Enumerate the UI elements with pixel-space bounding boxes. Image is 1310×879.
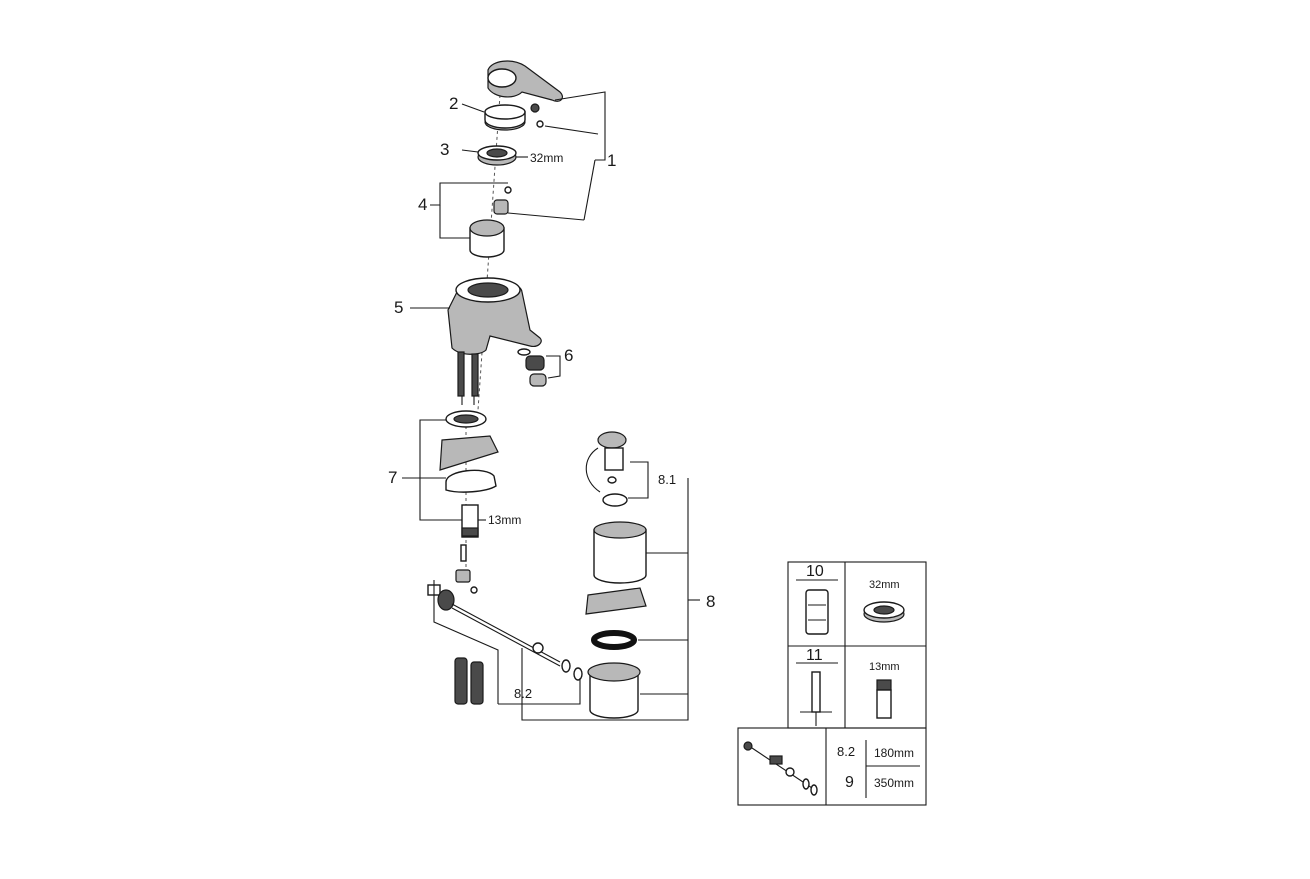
callout-5-label: 5 (394, 298, 404, 317)
callout-4-label: 4 (418, 195, 428, 214)
callout-1-label: 1 (607, 151, 617, 170)
tool-10-size: 32mm (869, 579, 900, 591)
rod-8-2-label: 8.2 (837, 744, 856, 759)
nut-part (477, 145, 517, 166)
lever-handle-part (487, 60, 564, 128)
callout-3-size-label: 32mm (530, 151, 564, 165)
sleeve-13mm-drawing (876, 679, 892, 719)
callout-2-label: 2 (449, 94, 459, 113)
callout-6-label: 6 (564, 346, 574, 365)
rod-9-label: 9 (845, 774, 854, 791)
callout-3-label: 3 (440, 140, 450, 159)
callout-8-label: 8 (706, 592, 716, 611)
faucet-body-part (447, 277, 542, 405)
tool-10-number: 10 (806, 563, 824, 580)
aerator-part (517, 348, 547, 387)
fixing-set-part (439, 410, 499, 562)
rod-set-drawing (743, 741, 818, 796)
callout-7-size-label: 13mm (488, 513, 522, 527)
callout-8-1-label: 8.1 (658, 472, 677, 487)
tool-table-frame (737, 561, 927, 806)
popup-rod-part (427, 569, 583, 681)
rod-8-2-size: 180mm (874, 746, 915, 760)
cap-part (484, 104, 526, 131)
cartridge-tool-drawing (805, 589, 829, 635)
flexible-hoses-part (454, 657, 484, 705)
tool-11-number: 11 (806, 647, 823, 664)
callout-leaders (402, 91, 700, 721)
callout-7-label: 7 (388, 468, 398, 487)
nut-32mm-drawing (863, 601, 905, 623)
drain-parts (585, 431, 647, 719)
t-key-tool-drawing (800, 671, 832, 726)
cartridge-part (469, 186, 512, 258)
rod-9-size: 350mm (874, 776, 915, 790)
tool-11-size: 13mm (869, 661, 900, 673)
callout-8-2-label: 8.2 (514, 686, 533, 701)
